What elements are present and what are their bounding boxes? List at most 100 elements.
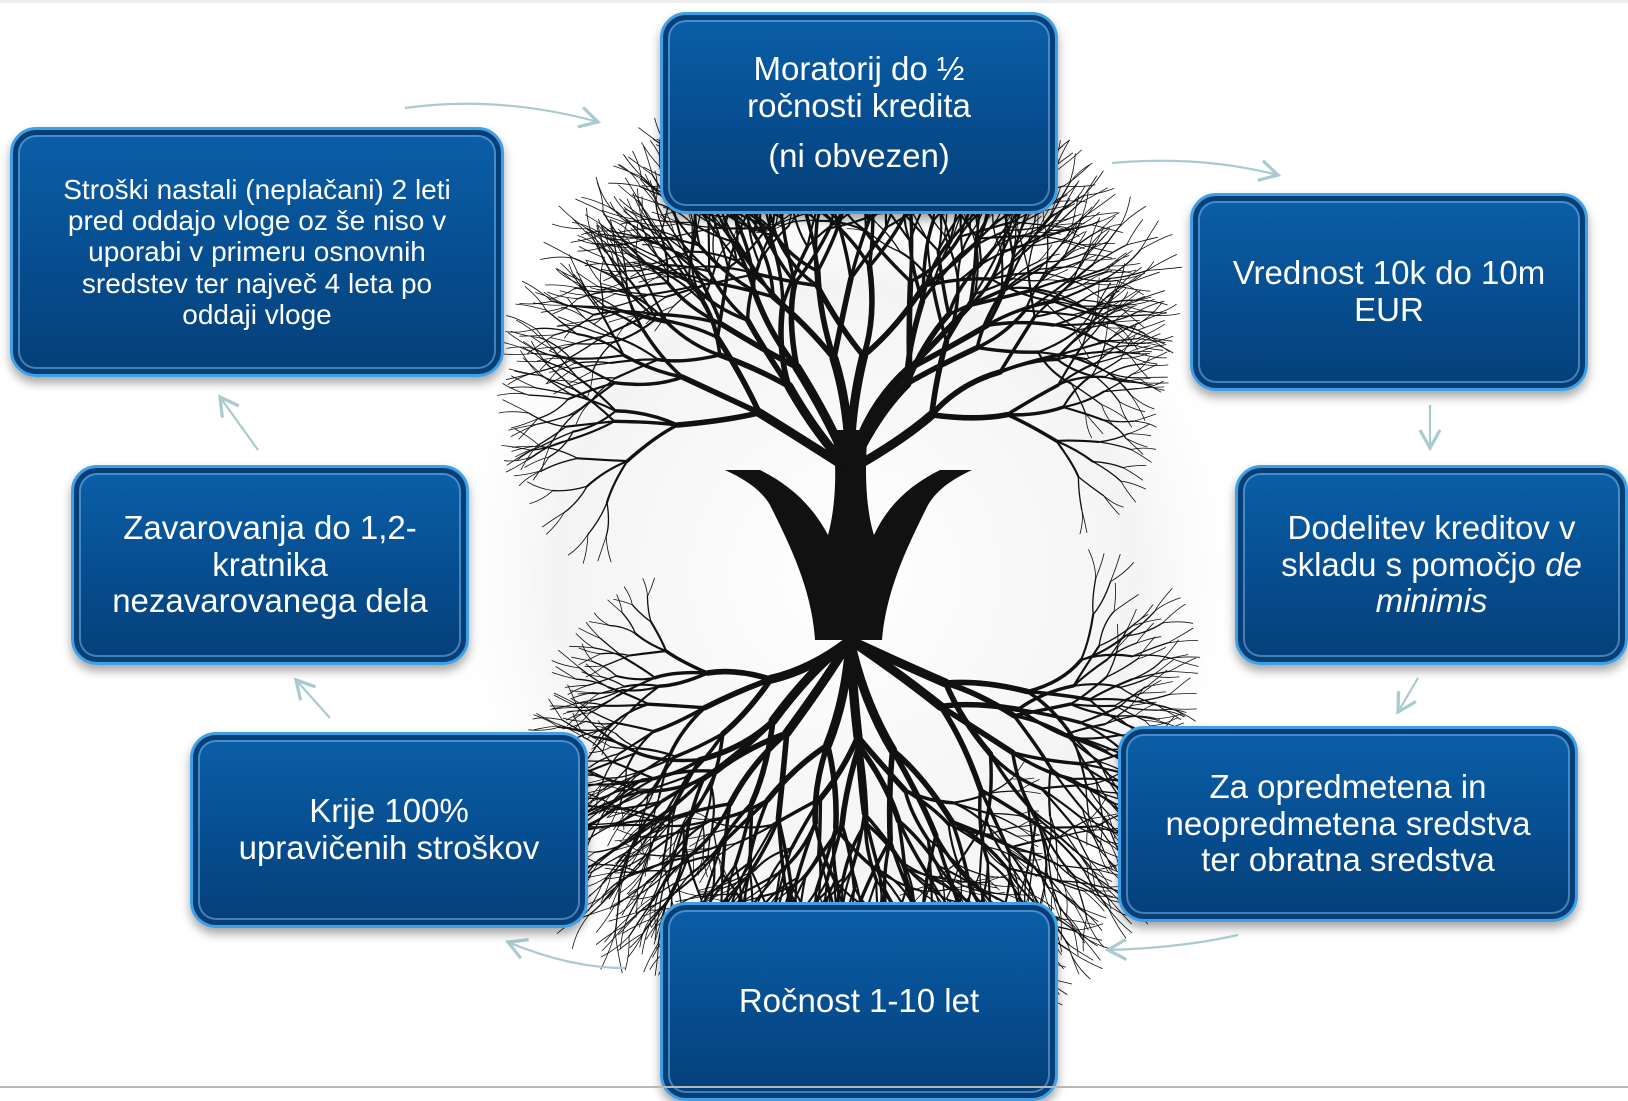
- tree-branch-segment: [1145, 342, 1174, 354]
- tree-branch-segment: [705, 272, 758, 286]
- tree-branch-segment: [599, 269, 630, 280]
- box-sredstva-line-2: neopredmetena sredstva: [1165, 804, 1531, 842]
- tree-branch-segment: [1088, 678, 1134, 701]
- tree-branch-segment: [1134, 693, 1171, 703]
- tree-branch-segment: [526, 481, 554, 492]
- tree-branch-segment: [1052, 277, 1107, 303]
- tree-branch-segment: [675, 854, 716, 893]
- tree-branch-segment: [544, 284, 577, 289]
- tree-branch-segment: [1055, 439, 1094, 463]
- tree-branch-segment: [587, 872, 613, 887]
- tree-branch-segment: [569, 645, 595, 649]
- tree-branch-segment: [1106, 287, 1127, 304]
- tree-branch-segment: [640, 196, 643, 225]
- tree-branch-segment: [615, 895, 639, 917]
- tree-branch-segment: [592, 341, 614, 372]
- tree-branch-segment: [1096, 277, 1100, 309]
- tree-branch-segment: [1095, 553, 1105, 579]
- tree-branch-segment: [972, 876, 999, 883]
- tree-branch-segment: [1090, 212, 1120, 226]
- tree-branch-segment: [722, 869, 756, 886]
- tree-branch-segment: [658, 137, 661, 168]
- tree-branch-segment: [543, 360, 579, 379]
- tree-branch-segment: [540, 256, 576, 260]
- tree-trunk: [725, 430, 972, 640]
- tree-branch-segment: [1096, 282, 1112, 309]
- tree-branch-segment: [656, 353, 722, 363]
- tree-branch-segment: [992, 214, 1001, 249]
- tree-branch-segment: [700, 300, 722, 357]
- tree-branch-segment: [1120, 295, 1146, 307]
- tree-branch-segment: [1114, 263, 1126, 294]
- tree-branch-segment: [603, 654, 631, 667]
- tree-branch-segment: [620, 847, 642, 867]
- tree-branch-segment: [615, 721, 656, 733]
- tree-branch-segment: [660, 769, 718, 803]
- tree-branch-segment: [605, 535, 612, 563]
- tree-branch-segment: [753, 847, 793, 872]
- tree-branch-segment: [632, 262, 666, 273]
- tree-branch-segment: [886, 747, 896, 844]
- tree-branch-segment: [652, 850, 676, 882]
- tree-branch-segment: [1056, 375, 1107, 387]
- tree-branch-segment: [877, 224, 901, 253]
- tree-branch-segment: [572, 354, 625, 360]
- tree-branch-segment: [1083, 258, 1117, 261]
- tree-branch-segment: [524, 286, 547, 311]
- tree-branch-segment: [649, 222, 680, 227]
- tree-branch-segment: [1151, 675, 1180, 678]
- tree-branch-segment: [711, 825, 719, 857]
- tree-branch-segment: [608, 315, 637, 323]
- tree-branch-segment: [597, 720, 616, 734]
- tree-branch-segment: [657, 671, 710, 688]
- tree-branch-segment: [1046, 253, 1084, 263]
- tree-branch-segment: [540, 442, 552, 473]
- tree-branch-segment: [584, 214, 611, 232]
- tree-branch-segment: [817, 852, 822, 896]
- tree-branch-segment: [600, 652, 631, 657]
- tree-branch-segment: [1037, 253, 1060, 263]
- tree-branch-segment: [1023, 225, 1051, 237]
- tree-branch-segment: [601, 210, 635, 220]
- tree-branch-segment: [515, 446, 541, 458]
- tree-branch-segment: [1098, 432, 1130, 443]
- tree-branch-segment: [926, 238, 934, 286]
- tree-branch-segment: [597, 685, 626, 695]
- tree-branch-segment: [564, 684, 589, 688]
- tree-branch-segment: [745, 261, 761, 322]
- tree-branch-segment: [605, 501, 610, 537]
- tree-branch-segment: [567, 381, 617, 401]
- box-rocnost: Ročnost 1-10 let: [660, 902, 1058, 1101]
- tree-branch-segment: [1112, 319, 1141, 323]
- tree-branch-segment: [601, 926, 624, 951]
- tree-branch-segment: [956, 233, 972, 283]
- tree-branch-segment: [1005, 383, 1060, 417]
- tree-branch-segment: [613, 810, 631, 831]
- tree-branch-segment: [595, 926, 624, 945]
- tree-branch-segment: [1071, 314, 1108, 329]
- tree-branch-segment: [1023, 215, 1042, 237]
- tree-branch-segment: [1079, 613, 1095, 662]
- tree-branch-segment: [614, 931, 623, 974]
- tree-branch-segment: [908, 239, 925, 303]
- tree-branch-segment: [600, 675, 626, 688]
- tree-branch-segment: [920, 251, 965, 303]
- tree-branch-segment: [1082, 241, 1109, 255]
- tree-branch-segment: [1109, 899, 1133, 925]
- tree-branch-segment: [729, 215, 779, 238]
- tree-branch-segment: [587, 883, 603, 912]
- tree-branch-segment: [1097, 847, 1118, 870]
- tree-branch-segment: [600, 873, 612, 903]
- tree-branch-segment: [618, 730, 656, 755]
- tree-branch-segment: [990, 278, 1044, 301]
- tree-branch-segment: [1162, 603, 1186, 624]
- tree-branch-segment: [551, 223, 588, 230]
- tree-branch-segment: [1104, 269, 1148, 280]
- tree-branch-segment: [1056, 350, 1104, 361]
- tree-branch-segment: [707, 825, 714, 857]
- tree-branch-segment: [601, 851, 628, 885]
- tree-branch-segment: [571, 656, 594, 662]
- tree-branch-segment: [644, 173, 657, 204]
- tree-branch-segment: [1131, 364, 1158, 375]
- tree-branch-segment: [729, 235, 758, 275]
